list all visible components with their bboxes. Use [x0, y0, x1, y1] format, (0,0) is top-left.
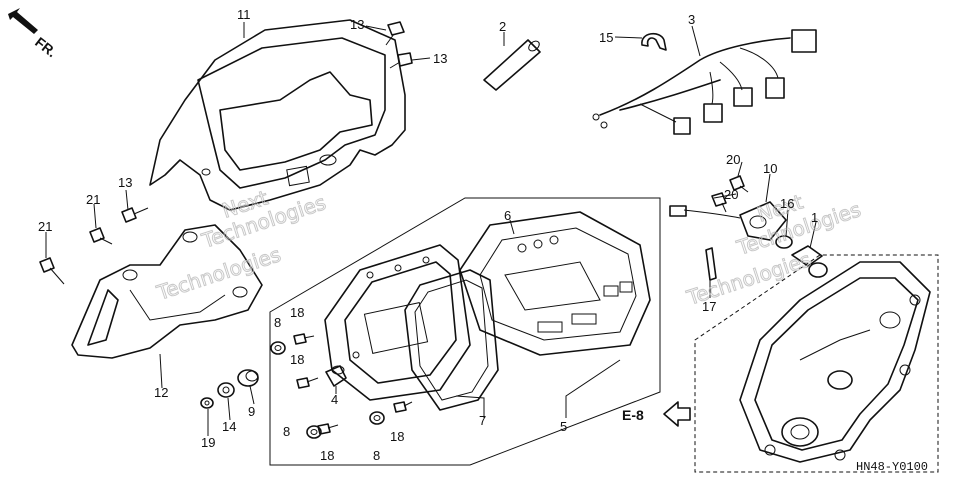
callout-19: 19 [201, 435, 215, 450]
callout-13-mid: 13 [433, 51, 447, 66]
callout-11: 11 [237, 7, 251, 22]
section-ref-label: E-8 [622, 407, 644, 423]
gear-case [739, 261, 931, 463]
case-detail-box [694, 254, 939, 473]
callout-21-left: 21 [38, 219, 52, 234]
meter-gasket-7 [404, 269, 499, 411]
callout-6: 6 [504, 208, 511, 223]
callout-21-right: 21 [86, 192, 100, 207]
callout-15: 15 [599, 30, 613, 45]
callout-5: 5 [560, 419, 567, 434]
callout-20-lower: 20 [724, 187, 738, 202]
front-direction-arrow: FR. [8, 8, 60, 60]
watermark: Next Technologies Technologies Next Tech… [153, 185, 865, 311]
screw-18-a [293, 333, 315, 345]
direction-label: FR. [32, 34, 60, 60]
wire-harness-3 [592, 29, 817, 135]
tube-2 [483, 39, 541, 91]
screw-18-d [393, 401, 413, 413]
seal-1 [791, 245, 828, 278]
callout-20-upper: 20 [726, 152, 740, 167]
callout-14: 14 [222, 419, 236, 434]
bolt-13-lower [121, 207, 149, 223]
svg-text:Technologies: Technologies [153, 242, 284, 305]
callout-4: 4 [331, 392, 338, 407]
callout-2: 2 [499, 19, 506, 34]
bolt-21-left [39, 257, 65, 285]
section-ref-arrow [663, 401, 691, 427]
meter-assembly-box [269, 197, 661, 466]
bolt-13-mid [389, 52, 413, 69]
bolt-13-upper [385, 21, 405, 46]
o-ring-16 [775, 235, 793, 249]
grommet-8-a [270, 341, 286, 355]
callout-18-b: 18 [290, 352, 304, 367]
callout-17: 17 [702, 299, 716, 314]
callout-labels: 11 13 13 13 2 15 3 21 21 6 20 20 10 16 1… [38, 7, 818, 463]
callout-18-c: 18 [320, 448, 334, 463]
callout-8-a: 8 [274, 315, 281, 330]
screw-18-b [296, 377, 319, 389]
callout-12: 12 [154, 385, 168, 400]
bolt-20-lower [711, 192, 727, 213]
callout-1: 1 [811, 210, 818, 225]
callout-8-c: 8 [373, 448, 380, 463]
callout-10: 10 [763, 161, 777, 176]
callout-9: 9 [248, 404, 255, 419]
callout-18-d: 18 [390, 429, 404, 444]
washer-19 [200, 397, 214, 409]
drawing-code: HN48-Y0100 [856, 460, 928, 474]
meter-cover [149, 19, 406, 211]
meter-case-rear [324, 244, 471, 401]
callout-13-upper: 13 [350, 17, 364, 32]
callout-7: 7 [479, 413, 486, 428]
bolt-21-right [89, 227, 113, 245]
meter-lens-6 [459, 211, 651, 356]
meter-bracket [71, 224, 263, 359]
pin-17 [705, 247, 717, 281]
leader-lines [45, 22, 817, 436]
callout-13-lower: 13 [118, 175, 132, 190]
screw-18-c [317, 423, 339, 435]
bolt-20-upper [729, 175, 749, 193]
callout-18-a: 18 [290, 305, 304, 320]
callout-3: 3 [688, 12, 695, 27]
callout-16: 16 [780, 196, 794, 211]
sensor-10 [669, 201, 787, 241]
grommet-8-c [369, 411, 385, 425]
grommet-8-b [306, 425, 322, 439]
clip-15 [641, 32, 667, 51]
socket-4 [325, 365, 347, 387]
knob-9 [237, 369, 259, 387]
callout-8-b: 8 [283, 424, 290, 439]
collar-14 [217, 382, 235, 398]
